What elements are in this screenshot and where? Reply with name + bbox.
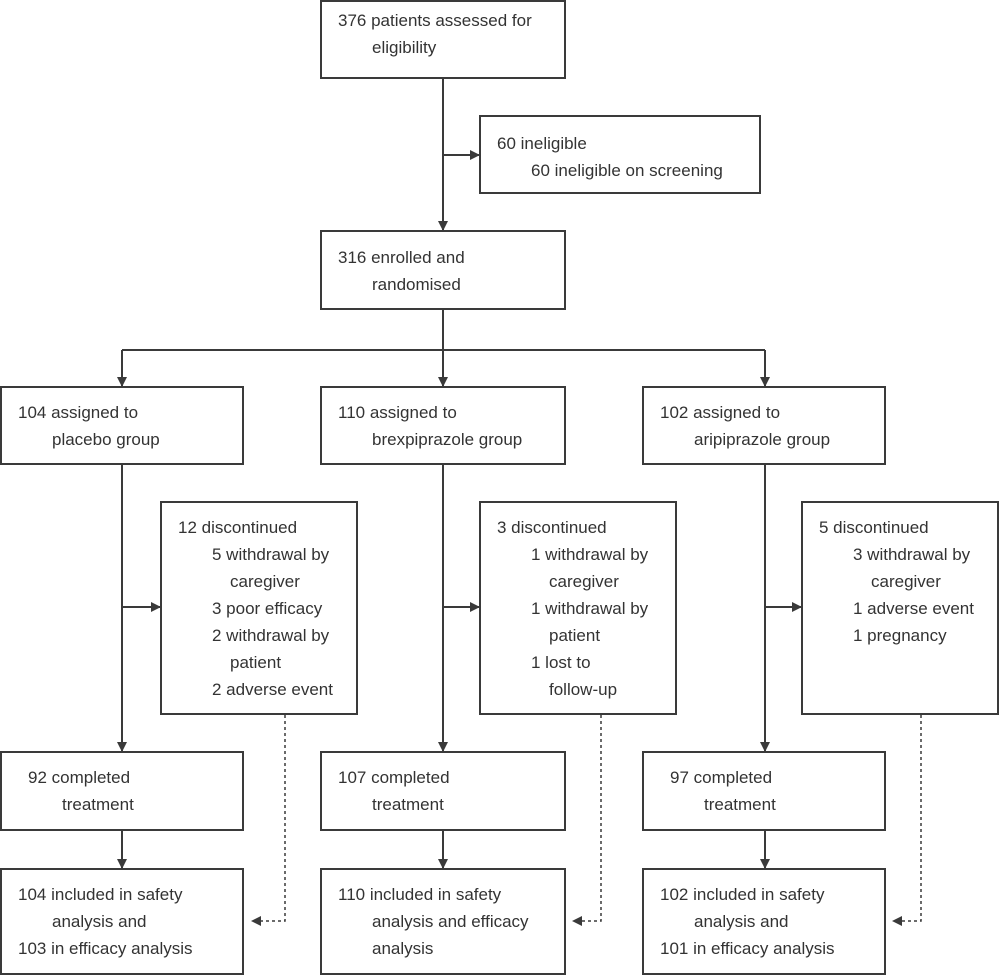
brexpiprazole-assigned-box: 110 assigned to brexpiprazole group	[320, 386, 566, 465]
placebo-discontinued-reason: 3 poor efficacy	[212, 599, 323, 618]
brexpiprazole-completed-box: 107 completed treatment	[320, 751, 566, 831]
screening-box: 376 patients assessed for eligibility	[320, 0, 566, 79]
placebo-analysis-box: 104 included in safety analysis and 103 …	[0, 868, 244, 975]
placebo-discontinued-box: 12 discontinued 5 withdrawal by caregive…	[160, 501, 358, 715]
aripiprazole-assigned-box: 102 assigned to aripiprazole group	[642, 386, 886, 465]
brexpiprazole-assigned-line-1: 110 assigned to	[338, 403, 457, 422]
placebo-completed-box: 92 completed treatment	[0, 751, 244, 831]
placebo-completed-line-1: 92 completed	[28, 768, 131, 787]
aripiprazole-analysis-line-2: analysis and	[694, 912, 789, 931]
ineligible-box: 60 ineligible 60 ineligible on screening	[479, 115, 761, 194]
brexpiprazole-analysis-box: 110 included in safety analysis and effi…	[320, 868, 566, 975]
screening-line-1: 376 patients assessed for	[338, 11, 532, 30]
brexpiprazole-discontinued-reason: follow-up	[549, 680, 618, 699]
randomised-line-1: 316 enrolled and	[338, 248, 465, 267]
randomised-box: 316 enrolled and randomised	[320, 230, 566, 310]
placebo-discontinued-reason: 5 withdrawal by	[212, 545, 330, 564]
brexpiprazole-analysis-line-1: 110 included in safety	[338, 885, 502, 904]
aripiprazole-discontinued-reason: 1 pregnancy	[853, 626, 947, 645]
brexpiprazole-analysis-line-3: analysis	[372, 939, 434, 958]
dashed-arrow-placebo	[251, 715, 286, 926]
brexpiprazole-discontinued-reason: 1 lost to	[531, 653, 591, 672]
brexpiprazole-assigned-line-2: brexpiprazole group	[372, 430, 523, 449]
placebo-analysis-line-1: 104 included in safety	[18, 885, 183, 904]
aripiprazole-completed-line-1: 97 completed	[670, 768, 773, 787]
placebo-analysis-line-2: analysis and	[52, 912, 147, 931]
aripiprazole-discontinued-box: 5 discontinued 3 withdrawal by caregiver…	[801, 501, 999, 715]
aripiprazole-assigned-line-2: aripiprazole group	[694, 430, 831, 449]
brexpiprazole-discontinued-total: 3 discontinued	[497, 518, 607, 537]
ineligible-line-1: 60 ineligible	[497, 134, 587, 153]
placebo-analysis-line-3: 103 in efficacy analysis	[18, 939, 193, 958]
placebo-assigned-box: 104 assigned to placebo group	[0, 386, 244, 465]
placebo-assigned-line-2: placebo group	[52, 430, 160, 449]
placebo-assigned-line-1: 104 assigned to	[18, 403, 139, 422]
placebo-discontinued-total: 12 discontinued	[178, 518, 298, 537]
aripiprazole-discontinued-total: 5 discontinued	[819, 518, 929, 537]
aripiprazole-discontinued-reason: 1 adverse event	[853, 599, 974, 618]
placebo-discontinued-reason: 2 adverse event	[212, 680, 333, 699]
aripiprazole-analysis-box: 102 included in safety analysis and 101 …	[642, 868, 886, 975]
randomised-line-2: randomised	[372, 275, 461, 294]
placebo-discontinued-reason: 2 withdrawal by	[212, 626, 330, 645]
screening-line-2: eligibility	[372, 38, 437, 57]
aripiprazole-discontinued-reason: 3 withdrawal by	[853, 545, 971, 564]
placebo-completed-line-2: treatment	[62, 795, 134, 814]
placebo-discontinued-reason: patient	[230, 653, 282, 672]
aripiprazole-analysis-line-3: 101 in efficacy analysis	[660, 939, 835, 958]
brexpiprazole-discontinued-reason: 1 withdrawal by	[531, 599, 649, 618]
aripiprazole-discontinued-reason: caregiver	[871, 572, 941, 591]
brexpiprazole-discontinued-reason: 1 withdrawal by	[531, 545, 649, 564]
brexpiprazole-discontinued-box: 3 discontinued 1 withdrawal by caregiver…	[479, 501, 677, 715]
aripiprazole-completed-box: 97 completed treatment	[642, 751, 886, 831]
placebo-discontinued-reason: caregiver	[230, 572, 300, 591]
aripiprazole-assigned-line-1: 102 assigned to	[660, 403, 781, 422]
brexpiprazole-completed-line-2: treatment	[372, 795, 444, 814]
brexpiprazole-analysis-line-2: analysis and efficacy	[372, 912, 529, 931]
aripiprazole-completed-line-2: treatment	[704, 795, 776, 814]
brexpiprazole-discontinued-reason: caregiver	[549, 572, 619, 591]
dashed-arrow-brexpiprazole	[572, 715, 602, 926]
brexpiprazole-discontinued-reason: patient	[549, 626, 601, 645]
brexpiprazole-completed-line-1: 107 completed	[338, 768, 450, 787]
ineligible-line-2: 60 ineligible on screening	[531, 161, 723, 180]
aripiprazole-analysis-line-1: 102 included in safety	[660, 885, 825, 904]
dashed-arrow-aripiprazole	[892, 715, 922, 926]
